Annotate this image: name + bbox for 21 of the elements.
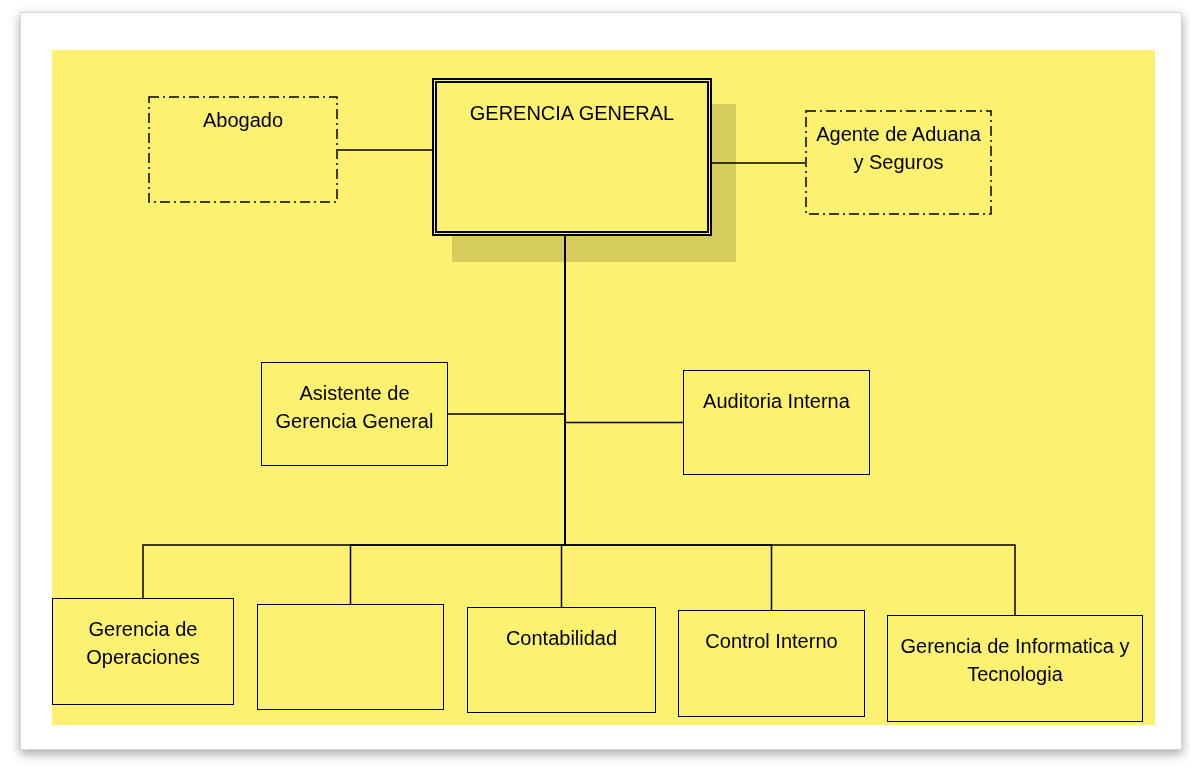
org-box bbox=[683, 370, 870, 475]
box-label: Asistente de Gerencia General bbox=[274, 381, 435, 434]
dashed-box bbox=[148, 96, 338, 203]
org-box bbox=[887, 615, 1143, 722]
org-box bbox=[52, 598, 234, 705]
box-label: Auditoria Interna bbox=[703, 389, 850, 414]
org-box bbox=[678, 610, 865, 717]
box-label: Abogado bbox=[202, 108, 284, 133]
box-label: GERENCIA GENERAL bbox=[469, 101, 675, 126]
org-box bbox=[261, 362, 448, 466]
empty-box bbox=[257, 604, 444, 710]
connector-line bbox=[337, 149, 433, 151]
box-label: Control Interno bbox=[705, 629, 838, 654]
org-box bbox=[467, 607, 656, 713]
dashed-box bbox=[805, 110, 992, 215]
box-label: Gerencia de Informatica y Tecnologia bbox=[899, 634, 1131, 687]
org-box bbox=[432, 78, 712, 236]
connector-line bbox=[711, 162, 806, 164]
box-label: Gerencia de Operaciones bbox=[85, 617, 201, 670]
box-label: Agente de Aduana y Seguros bbox=[815, 122, 982, 175]
box-label: Contabilidad bbox=[505, 626, 618, 651]
